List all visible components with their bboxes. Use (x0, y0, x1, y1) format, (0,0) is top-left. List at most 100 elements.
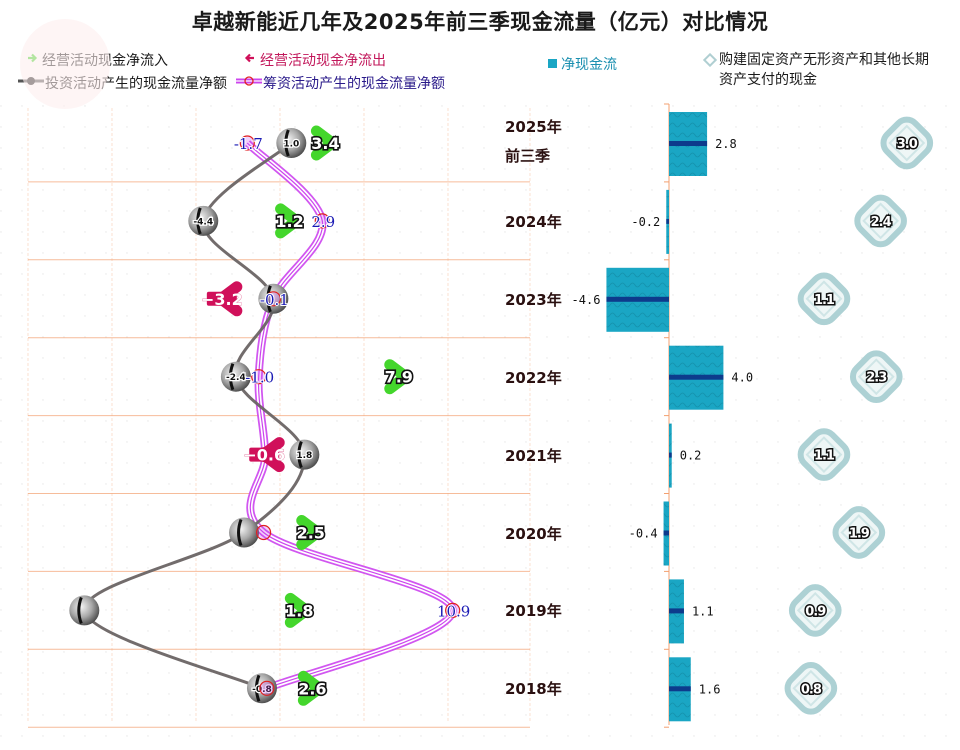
financing-marker[interactable] (259, 680, 275, 696)
svg-text:-4.4: -4.4 (193, 217, 213, 227)
capex-diamond[interactable]: 0.8 (783, 660, 840, 717)
net-cash-bar[interactable]: 2.8 (669, 112, 737, 176)
svg-text:−0.6: −0.6 (243, 446, 285, 465)
capex-diamond[interactable]: 1.1 (796, 426, 853, 483)
investing-marker[interactable]: 1.8 (289, 439, 320, 470)
year-label: 2024年 (505, 212, 562, 231)
svg-text:7.9: 7.9 (385, 368, 413, 387)
svg-text:0.8: 0.8 (801, 682, 822, 697)
svg-text:1.9: 1.9 (849, 527, 870, 542)
svg-text:−3.2: −3.2 (201, 290, 243, 309)
operating-inflow-arrow[interactable]: 3.4 (310, 125, 341, 161)
legend-label-block: 购建固定资产无形资产和其他长期 资产支付的现金 (719, 50, 929, 90)
svg-text:1.2: 1.2 (275, 212, 303, 231)
legend-label: 净现金流 (561, 57, 617, 73)
net-cash-bar[interactable]: -0.4 (629, 501, 669, 566)
svg-text:1.1: 1.1 (814, 449, 835, 464)
diamond-outline-icon (702, 52, 718, 73)
svg-text:2.9: 2.9 (311, 213, 335, 231)
capex-diamond[interactable]: 2.3 (848, 348, 905, 405)
legend-label-line1: 购建固定资产无形资产和其他长期 (719, 52, 929, 68)
svg-text:2.3: 2.3 (866, 371, 887, 386)
net-cash-bar[interactable]: 0.2 (669, 423, 702, 488)
svg-text:1.1: 1.1 (692, 604, 714, 618)
year-label: 2023年 (505, 290, 562, 309)
capex-diamond[interactable]: 1.1 (796, 271, 853, 328)
svg-text:3.4: 3.4 (311, 134, 339, 153)
financing-marker[interactable]: 10.9 (436, 601, 471, 621)
svg-text:3.0: 3.0 (897, 137, 918, 152)
svg-text:1.8: 1.8 (285, 601, 313, 620)
svg-text:1.6: 1.6 (699, 682, 721, 696)
legend-label-line2: 资产支付的现金 (719, 72, 817, 88)
net-cash-bars: 2.8 -0.2 -4.6 4.0 0.2 -0.4 1.1 1.6 (572, 112, 753, 722)
svg-text:0.2: 0.2 (680, 449, 702, 463)
svg-text:0.9: 0.9 (805, 604, 826, 619)
capex-diamond[interactable]: 3.0 (879, 115, 936, 172)
investing-marker[interactable]: -4.4 (188, 205, 219, 236)
legend-label: 筹资活动产生的现金流量净额 (263, 76, 445, 92)
year-label: 2021年 (505, 446, 562, 465)
investing-marker[interactable]: 1.0 (276, 128, 307, 158)
svg-text:-4.6: -4.6 (572, 293, 601, 307)
svg-text:-0.4: -0.4 (629, 527, 658, 541)
investing-marker[interactable] (69, 595, 100, 626)
svg-text:2.4: 2.4 (871, 215, 892, 230)
year-label: 2025年前三季 (505, 116, 562, 166)
investing-marker[interactable]: -0.8 (246, 673, 277, 704)
net-cash-bar[interactable]: 4.0 (669, 345, 753, 410)
financing-marker[interactable]: -0.1 (259, 290, 290, 310)
operating-inflow-arrow[interactable]: 1.8 (284, 592, 315, 628)
year-label: 2020年 (505, 524, 562, 543)
net-cash-bar[interactable]: -4.6 (572, 267, 669, 332)
chart-title: 卓越新能近几年及2025年前三季现金流量（亿元）对比情况 (191, 10, 769, 34)
svg-text:1.8: 1.8 (296, 451, 312, 461)
decor-circle (20, 19, 110, 109)
svg-text:-2.4: -2.4 (226, 373, 246, 383)
operating-outflow-arrow[interactable]: −3.2 (201, 281, 243, 317)
dot-background (0, 100, 960, 750)
capex-diamonds: 3.0 2.4 1.1 2.3 1.1 1.9 0.9 0.8 (783, 115, 936, 717)
operating-inflow-arrow[interactable]: 7.9 (383, 359, 415, 395)
operating-inflow-arrow[interactable]: 1.2 (274, 203, 305, 239)
financing-marker[interactable]: 2.9 (310, 212, 336, 232)
operating-inflow-arrow[interactable]: 2.6 (297, 670, 328, 706)
capex-diamond[interactable]: 2.4 (852, 193, 909, 250)
red-arrow-icon (244, 52, 256, 68)
investing-marker[interactable] (229, 517, 260, 548)
financing-marker[interactable] (255, 524, 272, 541)
financing-line-icon (236, 75, 262, 91)
net-cash-bar[interactable]: 1.1 (669, 579, 714, 644)
svg-text:-0.2: -0.2 (631, 215, 660, 229)
legend-capex[interactable]: 购建固定资产无形资产和其他长期 资产支付的现金 (702, 50, 929, 90)
svg-text:1.1: 1.1 (814, 293, 835, 308)
legend-label: 经营活动现金净流出 (260, 53, 386, 69)
year-label-line1: 2025年 (505, 118, 562, 136)
investing-marker[interactable] (258, 283, 289, 314)
capex-diamond[interactable]: 1.9 (831, 504, 888, 561)
operating-outflow-arrow[interactable]: −0.6 (243, 437, 285, 473)
operating-inflow-arrow[interactable]: 2.5 (295, 515, 327, 550)
net-cash-bar[interactable]: -0.2 (631, 189, 669, 254)
svg-text:1.0: 1.0 (283, 140, 299, 150)
net-cash-bar[interactable]: 1.6 (669, 657, 721, 722)
operating-arrows: 3.4 1.2 −3.2 7.9 −0.6 2.5 1.8 2.6 (201, 125, 415, 706)
svg-text:-0.8: -0.8 (252, 685, 272, 695)
svg-text:2.6: 2.6 (298, 679, 326, 698)
year-label: 2018年 (505, 680, 562, 699)
investing-marker[interactable]: -2.4 (220, 361, 251, 392)
legend-operating-outflow[interactable]: 经营活动现金净流出 (244, 50, 386, 70)
grid (27, 103, 670, 728)
svg-text:2.5: 2.5 (297, 524, 325, 543)
svg-text:10.9: 10.9 (437, 602, 470, 620)
legend-net-cash[interactable]: 净现金流 (548, 54, 617, 74)
capex-diamond[interactable]: 0.9 (787, 582, 844, 639)
svg-text:-1.7: -1.7 (234, 135, 263, 153)
financing-marker[interactable]: -1.0 (244, 368, 275, 388)
teal-square-icon (548, 56, 557, 72)
svg-text:4.0: 4.0 (731, 371, 753, 385)
financing-marker[interactable]: -1.7 (233, 134, 264, 154)
svg-text:-1.0: -1.0 (245, 369, 274, 387)
legend-financing[interactable]: 筹资活动产生的现金流量净额 (236, 73, 445, 93)
